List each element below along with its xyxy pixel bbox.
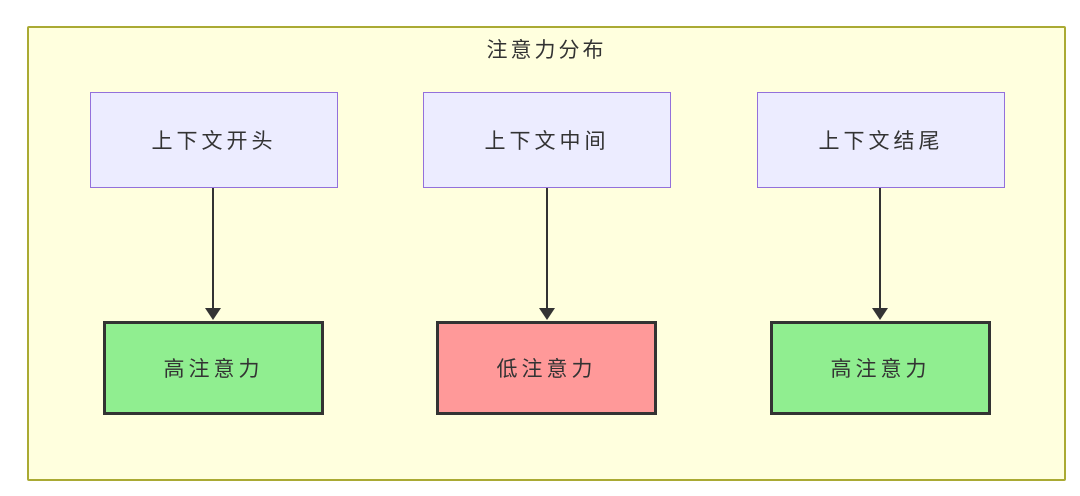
node-context-beginning: 上下文开头 <box>90 92 338 188</box>
node-high-attention-left: 高注意力 <box>103 321 324 415</box>
arrow-end-to-high-attention <box>872 188 888 320</box>
arrow-line <box>546 188 548 308</box>
node-context-end: 上下文结尾 <box>757 92 1005 188</box>
arrow-head-icon <box>539 308 555 320</box>
diagram-title: 注意力分布 <box>486 39 607 62</box>
arrow-head-icon <box>872 308 888 320</box>
node-context-middle: 上下文中间 <box>423 92 671 188</box>
arrow-line <box>879 188 881 308</box>
node-label: 上下文结尾 <box>818 130 944 153</box>
node-high-attention-right: 高注意力 <box>770 321 991 415</box>
arrow-middle-to-low-attention <box>539 188 555 320</box>
arrow-head-icon <box>205 308 221 320</box>
node-label: 高注意力 <box>163 358 264 381</box>
node-label: 上下文中间 <box>484 130 610 153</box>
arrow-beginning-to-high-attention <box>205 188 221 320</box>
node-low-attention: 低注意力 <box>436 321 657 415</box>
node-label: 上下文开头 <box>151 130 277 153</box>
arrow-line <box>212 188 214 308</box>
node-label: 高注意力 <box>830 358 931 381</box>
node-label: 低注意力 <box>496 358 597 381</box>
